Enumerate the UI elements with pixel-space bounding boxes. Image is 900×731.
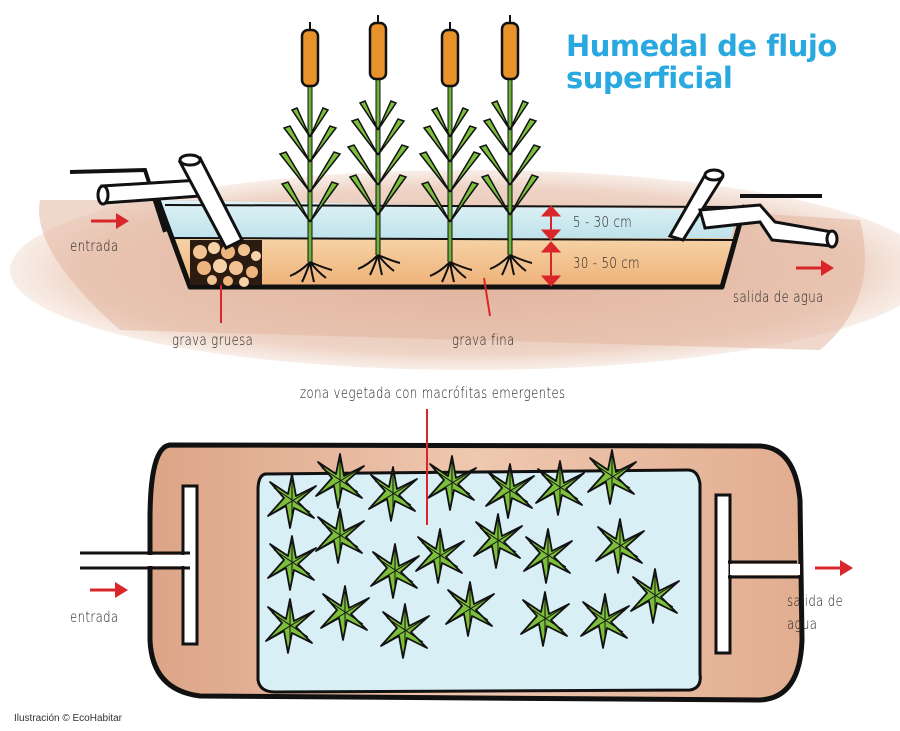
plan-view [78, 409, 853, 703]
outlet-pipe [667, 168, 839, 249]
flow-arrow-in-plan [90, 582, 128, 598]
flow-arrow-in [91, 213, 129, 229]
label-gravel-depth: 30 - 50 cm [573, 254, 640, 272]
label-inlet: entrada [70, 237, 119, 255]
credit: Ilustración © EcoHabitar [14, 713, 122, 724]
label-water-depth: 5 - 30 cm [573, 213, 633, 231]
depth-arrows [540, 205, 562, 287]
label-inlet-plan: entrada [70, 608, 119, 626]
flow-arrow-out-plan [815, 560, 853, 576]
title-line-1: Humedal de flujo [566, 29, 837, 63]
diagram-title: Humedal de flujo superficial [566, 30, 837, 94]
flow-arrow-out [796, 260, 834, 276]
label-outlet-plan-2: agua [787, 615, 818, 633]
label-outlet: salida de agua [733, 288, 824, 306]
label-outlet-plan-1: salida de [787, 592, 844, 610]
inlet-pipe [96, 153, 245, 250]
label-fine-gravel: grava fina [452, 331, 515, 349]
label-vegetated-zone: zona vegetada con macrófitas emergentes [300, 384, 566, 402]
label-coarse-gravel: grava gruesa [172, 331, 254, 349]
section-view [10, 15, 900, 370]
title-line-2: superficial [566, 61, 733, 95]
